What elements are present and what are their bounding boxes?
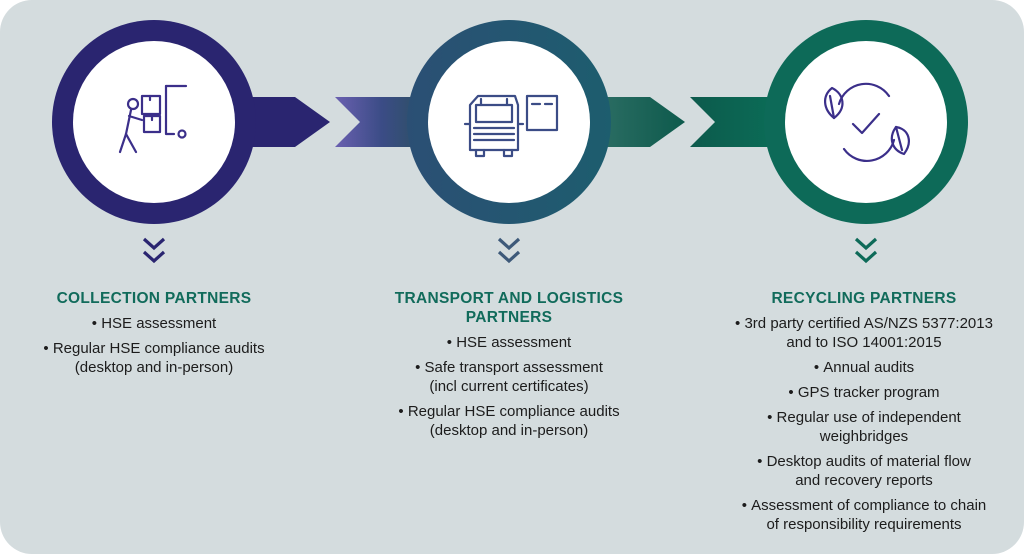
list-item: Regular HSE compliance audits (desktop a… xyxy=(14,339,294,377)
stage-title: RECYCLING PARTNERS xyxy=(771,290,957,307)
list-item: Desktop audits of material flow and reco… xyxy=(704,452,1024,490)
list-item: HSE assessment xyxy=(352,333,666,352)
list-item: Regular use of independent weighbridges xyxy=(704,408,1024,446)
recycling-partners-column: RECYCLING PARTNERS 3rd party certified A… xyxy=(704,289,1024,534)
stage-title: TRANSPORT AND LOGISTICS PARTNERS xyxy=(394,290,624,326)
list-item: Safe transport assessment (incl current … xyxy=(352,358,666,396)
worker-with-hand-truck-icon xyxy=(118,84,188,154)
arrow-3 xyxy=(590,97,685,147)
truck-icon xyxy=(463,94,559,158)
list-item: HSE assessment xyxy=(14,314,294,333)
list-item: Regular HSE compliance audits (desktop a… xyxy=(352,402,666,440)
arrow-2 xyxy=(335,97,420,147)
chevron-down-icon xyxy=(497,237,521,264)
collection-partners-column: COLLECTION PARTNERS HSE assessment Regul… xyxy=(14,289,294,377)
list-item: 3rd party certified AS/NZS 5377:2013 and… xyxy=(704,314,1024,352)
chevron-down-icon xyxy=(142,237,166,264)
leaf-checkmark-icon xyxy=(824,82,910,162)
arrow-4 xyxy=(690,97,770,147)
list-item: Assessment of compliance to chain of res… xyxy=(704,496,1024,534)
stage-title: COLLECTION PARTNERS xyxy=(56,290,252,307)
list-item: GPS tracker program xyxy=(704,383,1024,402)
list-item: Annual audits xyxy=(704,358,1024,377)
chevron-down-icon xyxy=(854,237,878,264)
transport-partners-column: TRANSPORT AND LOGISTICS PARTNERS HSE ass… xyxy=(352,289,666,440)
